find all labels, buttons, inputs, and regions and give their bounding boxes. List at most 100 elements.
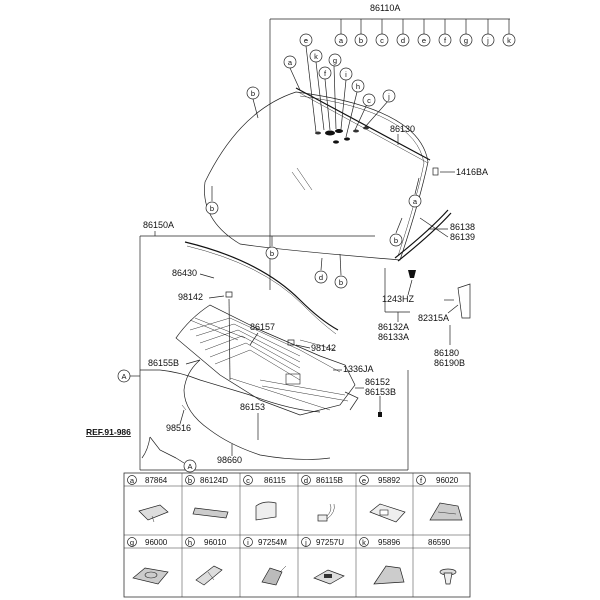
legend-letter-f: f [420,476,423,485]
part-86133A-label: 86133A [378,332,409,342]
mount-cover-icon [132,567,169,585]
legend-part-e: 95892 [378,476,401,485]
top-letter-8: j [486,36,489,45]
sensor-unit-icon [261,565,287,586]
part-86132A-label: 86132A [378,322,409,332]
ref-91-986-label: REF.91-986 [86,427,131,437]
part-86180-label: 86180 [434,348,459,358]
legend-part-c: 86115 [264,476,286,485]
callout-d: d [319,273,323,282]
legend-letter-i: i [247,538,249,547]
part-98142-label-1: 98142 [178,292,203,302]
top-letter-4: d [401,36,405,45]
part-86155B-label: 86155B [148,358,179,368]
reference-marks: A REF.91-986 A [86,369,197,473]
part-86130-label: 86130 [390,124,415,134]
callout-h: h [356,82,360,91]
part-86153B-label: 86153B [365,387,396,397]
camera-module-icon [429,502,463,521]
legend-part-h: 96010 [204,538,227,547]
top-letter-1: a [339,36,344,45]
glass-callouts: k a f g i h c j e [283,39,396,107]
cowl-group-frame: 86150A [139,220,409,471]
part-1416BA-label: 1416BA [456,167,488,177]
callout-b-4: b [339,278,343,287]
legend-letter-c: c [246,476,250,485]
top-letter-5: e [422,36,426,45]
legend-part-a: 87864 [145,476,168,485]
cowl-seal-strip: 86430 [172,241,339,335]
callout-b-5: b [394,236,398,245]
legend-part-i: 97254M [258,538,287,547]
part-98516-label: 98516 [166,423,191,433]
legend-letter-a: a [130,476,135,485]
bracket-arm-icon [195,565,223,586]
ref-marker-a-2: A [187,462,192,471]
top-letter-6: f [444,36,447,45]
part-86110A-label: 86110A [370,3,400,13]
legend-part-j: 97257U [316,538,344,547]
legend-part-g: 96000 [145,538,168,547]
legend-part-k: 95896 [378,538,401,547]
legend-row-2-icons [132,565,457,586]
windshield-glass [204,91,429,261]
part-98142-label-2: 98142 [311,343,336,353]
part-86153-label: 86153 [240,402,265,412]
washer-hose: 98516 98660 [140,359,331,465]
top-letter-3: c [380,36,384,45]
callout-i: i [345,70,347,79]
legend-part-86590: 86590 [428,538,451,547]
module-board-icon [313,569,345,585]
legend-letter-e: e [362,476,366,485]
legend-letter-d: d [304,476,308,485]
callout-b-2: b [210,204,214,213]
cover-cap-icon [373,565,405,585]
callout-k: k [314,52,318,61]
legend-letter-j: j [304,538,307,547]
callout-c: c [367,96,371,105]
callout-j: j [387,92,390,101]
part-86139-label: 86139 [450,232,475,242]
glass-small-parts [289,45,390,144]
legend-part-b: 86124D [200,476,228,485]
rubber-pad-icon [255,501,277,521]
right-labels: 86130 1416BA 86138 86139 1243HZ 86132A 8… [378,124,488,368]
legend-row-2-headers: g 96000 h 96010 i 97254M j 97257U k 9589… [127,537,451,547]
push-clip-icon [439,568,457,585]
cowl-labels: 98142 86157 98142 86155B 1336JA 86152 86… [148,291,396,440]
top-moulding [295,87,431,164]
top-letter-row: e a b c d e f g j k [299,33,516,47]
legend-row-1-icons [138,501,463,523]
top-letter-7: g [464,36,468,45]
callout-b-3: b [270,249,274,258]
legend-letter-b: b [188,476,192,485]
part-86157-label: 86157 [250,322,275,332]
callout-g: g [333,56,337,65]
cowl-top-cover [175,304,359,416]
legend-table [123,472,471,598]
part-1243HZ-label: 1243HZ [382,294,415,304]
legend-row-1-headers: a 87864 b 86124D c 86115 d 86115B e 9589… [127,475,459,485]
connector-harness-icon [317,503,335,522]
b-callouts: b b b b b a d [205,86,422,289]
callout-a-2: a [413,197,418,206]
legend-part-d: 86115B [316,476,343,485]
sensor-bracket-icon [369,503,406,523]
callout-b-1: b [251,89,255,98]
part-86152-label: 86152 [365,377,390,387]
callout-f: f [324,69,327,78]
top-letter-9: k [507,36,511,45]
callout-a: a [288,58,293,67]
ref-marker-a-1: A [121,372,126,381]
top-letter-2: b [359,36,363,45]
part-98660-label: 98660 [217,455,242,465]
trim-clip-icon [138,504,169,523]
legend-letter-h: h [188,538,192,547]
top-assembly-bracket: 86110A [269,3,510,290]
top-letter-0: e [304,36,308,45]
part-86190B-label: 86190B [434,358,465,368]
part-82315A-label: 82315A [418,313,449,323]
part-86150A-label: 86150A [143,220,174,230]
part-1336JA-label: 1336JA [343,364,374,374]
